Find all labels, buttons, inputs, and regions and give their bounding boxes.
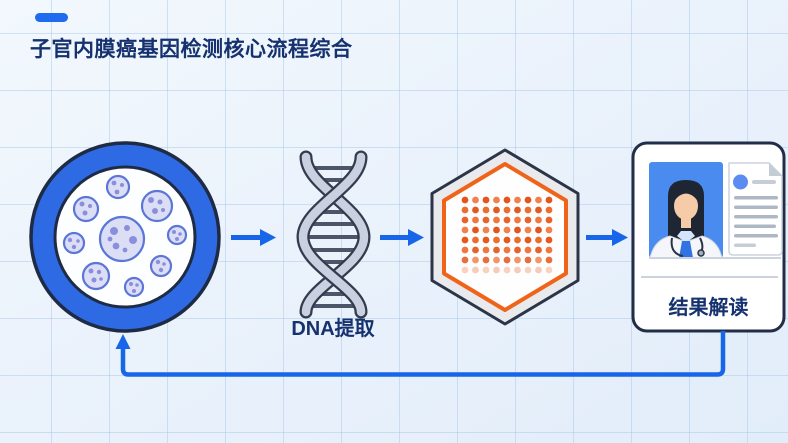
chip-dot — [514, 236, 521, 244]
chip-dot — [524, 226, 532, 234]
chip-dot — [535, 216, 542, 224]
chip-dot — [461, 236, 469, 244]
chip-dot — [461, 246, 469, 254]
chip-dot — [514, 246, 521, 254]
chip-dot — [461, 196, 469, 204]
chip-dot — [535, 256, 542, 264]
chip-dot — [482, 266, 490, 274]
title-accent-dash — [35, 13, 68, 22]
chip-dot — [503, 236, 511, 244]
microarray-chip-icon — [430, 148, 580, 326]
arrow-right-icon-2 — [380, 229, 424, 246]
dna-extraction-label: DNA提取 — [291, 318, 375, 340]
chip-dot — [482, 196, 490, 204]
chip-dot — [545, 256, 553, 264]
chip-dot — [493, 206, 500, 214]
chip-dot — [535, 226, 542, 234]
chip-dot — [482, 236, 490, 244]
chip-dot — [461, 206, 469, 214]
chip-dot — [482, 216, 490, 224]
dna-helix-icon — [296, 150, 371, 319]
chip-dot — [472, 206, 479, 214]
chip-dot — [493, 196, 500, 204]
chip-dot — [545, 226, 553, 234]
chip-dot — [524, 216, 532, 224]
chip-dot — [514, 196, 521, 204]
chip-dot — [545, 246, 553, 254]
chip-dot-grid — [461, 196, 553, 274]
doctor-report-icon — [631, 141, 786, 333]
chip-dot — [535, 196, 542, 204]
chip-dot — [503, 216, 511, 224]
chip-dot — [514, 256, 521, 264]
chip-dot — [503, 246, 511, 254]
chip-dot — [545, 266, 553, 274]
chip-dot — [482, 256, 490, 264]
chip-dot — [472, 216, 479, 224]
chip-dot — [535, 206, 542, 214]
chip-dot — [503, 196, 511, 204]
chip-dot — [545, 196, 553, 204]
chip-dot — [545, 216, 553, 224]
chip-dot — [493, 216, 500, 224]
chip-dot — [493, 236, 500, 244]
chip-dot — [545, 206, 553, 214]
chip-dot — [524, 206, 532, 214]
chip-dot — [535, 246, 542, 254]
result-interpretation-label: 结果解读 — [668, 297, 749, 319]
page-title: 子官内膜癌基因检测核心流程综合 — [30, 38, 353, 61]
doctor-photo — [649, 162, 723, 259]
cell-sample-icon — [29, 141, 221, 333]
chip-dot — [493, 266, 500, 274]
chip-dot — [493, 226, 500, 234]
chip-dot — [503, 266, 511, 274]
chip-dot — [472, 196, 479, 204]
arrow-right-icon-1 — [231, 229, 276, 246]
chip-dot — [503, 226, 511, 234]
chip-dot — [514, 206, 521, 214]
chip-dot — [461, 216, 469, 224]
chip-dot — [472, 246, 479, 254]
feedback-loop-arrow — [115, 331, 726, 377]
chip-dot — [461, 266, 469, 274]
chip-dot — [524, 236, 532, 244]
report-sheet-icon — [728, 162, 783, 256]
cell-cluster — [62, 174, 188, 298]
chip-dot — [514, 216, 521, 224]
chip-dot — [461, 256, 469, 264]
chip-dot — [545, 236, 553, 244]
chip-dot — [503, 206, 511, 214]
chip-dot — [514, 226, 521, 234]
chip-dot — [472, 256, 479, 264]
arrow-right-icon-3 — [586, 229, 628, 246]
chip-dot — [535, 236, 542, 244]
chip-dot — [524, 246, 532, 254]
chip-dot — [472, 226, 479, 234]
chip-dot — [524, 266, 532, 274]
chip-dot — [503, 256, 511, 264]
chip-dot — [493, 246, 500, 254]
chip-dot — [482, 226, 490, 234]
chip-dot — [535, 266, 542, 274]
chip-dot — [461, 226, 469, 234]
chip-dot — [472, 236, 479, 244]
chip-dot — [514, 266, 521, 274]
chip-dot — [524, 256, 532, 264]
chip-dot — [472, 266, 479, 274]
chip-dot — [482, 246, 490, 254]
chip-dot — [524, 196, 532, 204]
chip-dot — [493, 256, 500, 264]
chip-dot — [482, 206, 490, 214]
